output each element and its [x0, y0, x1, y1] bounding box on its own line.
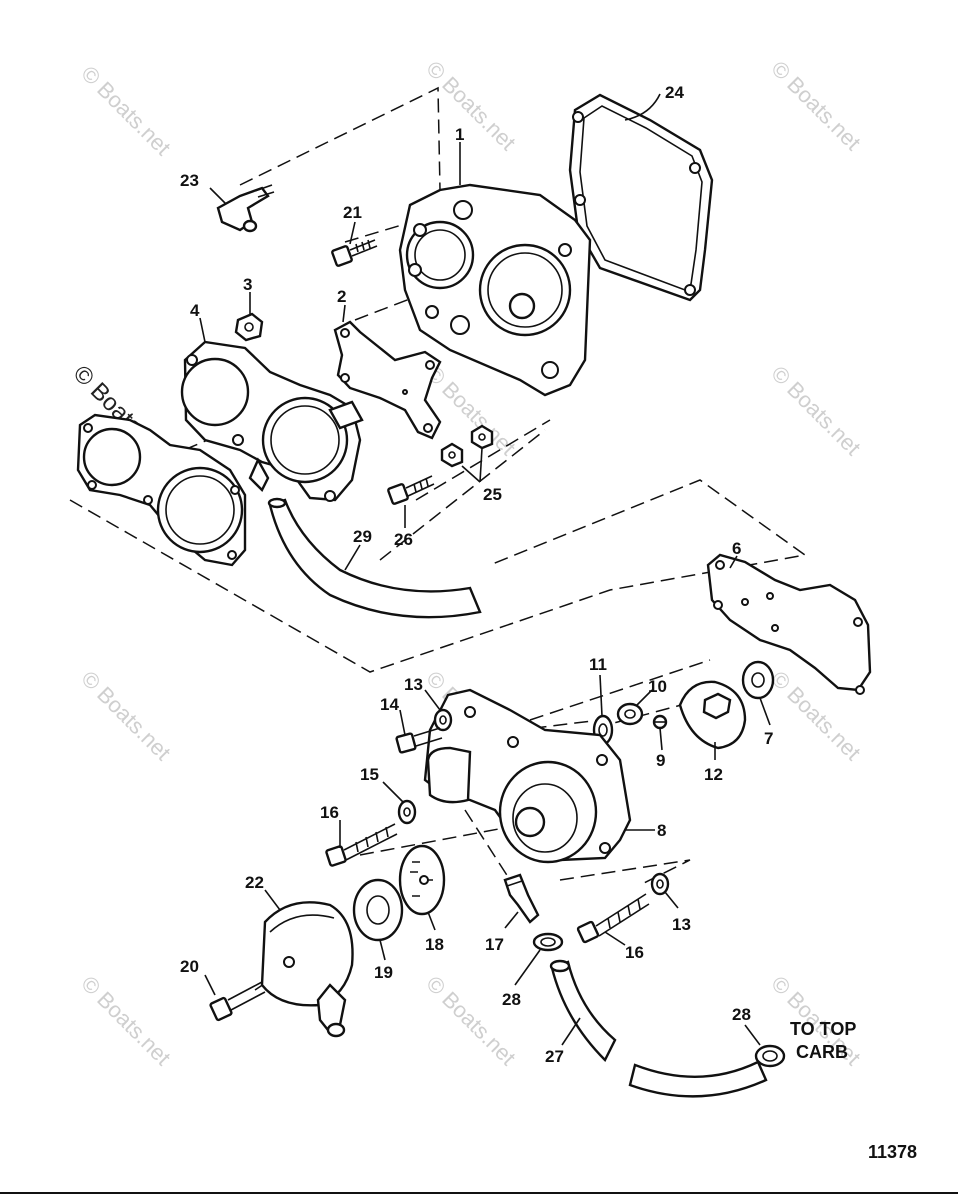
- washer-13-lower: [650, 872, 670, 896]
- label-part-13-lower: 13: [672, 915, 691, 934]
- screw-16-left: [325, 823, 398, 867]
- part-labels: 1 24 23 21 3 2 4 25 26 29 6 11 10 13 14 …: [180, 83, 773, 1066]
- screw-16-right: [576, 893, 650, 944]
- gasket-24: [568, 93, 714, 302]
- screw-20: [209, 981, 266, 1022]
- pump-body-8: [423, 688, 632, 864]
- watermark: © Boats.net: [766, 56, 865, 155]
- screw-26: [387, 475, 435, 505]
- clamp-28-upper: [532, 932, 564, 952]
- leader-lines: [199, 93, 771, 1046]
- fitting-17: [503, 873, 540, 924]
- screw-9: [652, 714, 668, 730]
- gasket-6: [706, 553, 872, 695]
- note-to-top-carb-line1: TO TOP: [790, 1019, 856, 1039]
- watermark: © Boats.net: [76, 666, 175, 765]
- label-part-10: 10: [648, 677, 667, 696]
- pump-cover-1: [398, 183, 592, 397]
- gasket-left: [76, 413, 247, 567]
- pump-base-4: [180, 340, 364, 502]
- watermark: © Boats.net: [766, 361, 865, 460]
- label-part-22: 22: [245, 873, 264, 892]
- label-part-23: 23: [180, 171, 199, 190]
- label-part-18: 18: [425, 935, 444, 954]
- filter-cap-22: [260, 901, 354, 1038]
- label-part-13-upper: 13: [404, 675, 423, 694]
- label-part-14: 14: [380, 695, 399, 714]
- watermark: © Boats.net: [421, 56, 520, 155]
- label-part-19: 19: [374, 963, 393, 982]
- label-part-21: 21: [343, 203, 362, 222]
- label-part-25: 25: [483, 485, 502, 504]
- label-part-16-right: 16: [625, 943, 644, 962]
- label-part-6: 6: [732, 539, 741, 558]
- label-part-4: 4: [190, 301, 200, 320]
- hose-27: [549, 959, 768, 1098]
- label-part-20: 20: [180, 957, 199, 976]
- valve-plate-18: [398, 844, 446, 916]
- label-part-17: 17: [485, 935, 504, 954]
- label-part-28-lower: 28: [732, 1005, 751, 1024]
- washer-7: [741, 660, 775, 700]
- label-part-24: 24: [665, 83, 684, 102]
- washer-13-upper: [433, 708, 453, 732]
- elbow-fitting-23: [216, 184, 275, 233]
- clamp-28-lower: [754, 1044, 786, 1068]
- note-to-top-carb-line2: CARB: [796, 1042, 848, 1062]
- label-part-12: 12: [704, 765, 723, 784]
- screw-21: [331, 239, 378, 267]
- label-part-2: 2: [337, 287, 346, 306]
- label-part-27: 27: [545, 1047, 564, 1066]
- label-part-16-left: 16: [320, 803, 339, 822]
- nuts-25: [440, 424, 494, 468]
- label-part-1: 1: [455, 125, 464, 144]
- washer-19: [352, 878, 404, 942]
- bottom-rule: [0, 1192, 958, 1194]
- label-part-7: 7: [764, 729, 773, 748]
- diaphragm-12: [678, 680, 747, 750]
- label-part-26: 26: [394, 530, 413, 549]
- bracket-2: [333, 320, 442, 440]
- lock-washer-15: [397, 799, 417, 825]
- valve-10: [616, 702, 644, 726]
- label-part-28-upper: 28: [502, 990, 521, 1009]
- hose-29: [267, 497, 482, 619]
- watermark: © Boats.net: [421, 361, 520, 460]
- figure-number: 11378: [868, 1142, 917, 1162]
- label-part-9: 9: [656, 751, 665, 770]
- label-part-3: 3: [243, 275, 252, 294]
- label-part-29: 29: [353, 527, 372, 546]
- label-part-15: 15: [360, 765, 379, 784]
- watermark: © Boats.net: [421, 971, 520, 1070]
- nut-3: [234, 312, 264, 342]
- label-part-8: 8: [657, 821, 666, 840]
- label-part-11: 11: [589, 655, 607, 674]
- screw-14: [395, 727, 443, 754]
- watermark: © Boats.net: [76, 971, 175, 1070]
- watermark: © Boats.net: [76, 61, 175, 160]
